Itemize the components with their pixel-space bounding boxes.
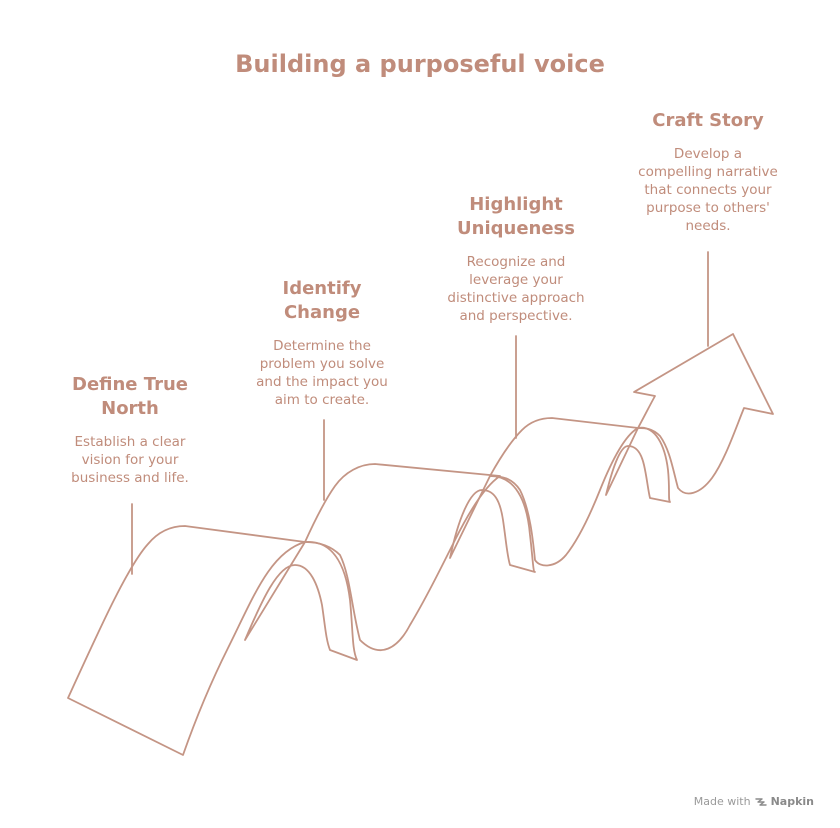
step-craft-story: Craft Story Develop a compelling narrati… [612, 109, 804, 235]
page-title: Building a purposeful voice [235, 50, 605, 78]
step-title-line: Change [283, 302, 361, 323]
step-title: Highlight Uniqueness [420, 193, 612, 241]
step-description-line: Develop a [673, 146, 743, 162]
step-description-line: Establish a clear [74, 434, 186, 450]
step-title-line: North [101, 398, 159, 419]
step-description-line: aim to create. [274, 392, 370, 408]
footer-made-with: Made with [693, 795, 751, 808]
step-description-line: that connects your [644, 182, 772, 198]
step-title-line: Highlight [469, 194, 563, 215]
made-with-napkin-footer: Made with Napkin [694, 795, 814, 808]
ribbon-segment-1 [67, 525, 306, 756]
step-description-line: needs. [685, 218, 731, 234]
step-description: Determine the problem you solve and the … [236, 337, 408, 409]
step-description-line: Recognize and [466, 254, 566, 270]
step-description: Recognize and leverage your distinctive … [420, 253, 612, 325]
step-description-line: business and life. [71, 470, 189, 486]
step-highlight-uniqueness: Highlight Uniqueness Recognize and lever… [420, 193, 612, 325]
step-description-line: Determine the [273, 338, 371, 354]
step-description-line: and perspective. [459, 308, 573, 324]
footer-brand: Napkin [770, 795, 814, 808]
step-define-true-north: Define True North Establish a clear visi… [44, 373, 216, 487]
step-title-line: Craft Story [652, 110, 764, 131]
ribbon-segment-3 [489, 417, 639, 567]
step-description: Develop a compelling narrative that conn… [612, 145, 804, 235]
step-description-line: purpose to others' [646, 200, 770, 216]
ribbon-segment-2 [304, 463, 501, 652]
step-title: Define True North [44, 373, 216, 421]
step-description: Establish a clear vision for your busine… [44, 433, 216, 487]
ribbon-fold-2 [449, 475, 536, 573]
step-identify-change: Identify Change Determine the problem yo… [236, 277, 408, 409]
step-description-line: compelling narrative [638, 164, 778, 180]
step-title: Craft Story [612, 109, 804, 133]
step-title: Identify Change [236, 277, 408, 325]
napkin-logo-icon [754, 797, 767, 807]
step-title-line: Define True [72, 374, 188, 395]
step-description-line: vision for your [81, 452, 179, 468]
step-description-line: problem you solve [259, 356, 385, 372]
step-description-line: and the impact you [256, 374, 388, 390]
step-title-line: Uniqueness [457, 218, 575, 239]
step-title-line: Identify [282, 278, 362, 299]
step-description-line: leverage your [469, 272, 563, 288]
ribbon-fold-3 [605, 426, 671, 503]
ribbon-fold-1 [244, 541, 358, 661]
step-description-line: distinctive approach [447, 290, 585, 306]
ribbon-arrow-head [633, 333, 774, 495]
